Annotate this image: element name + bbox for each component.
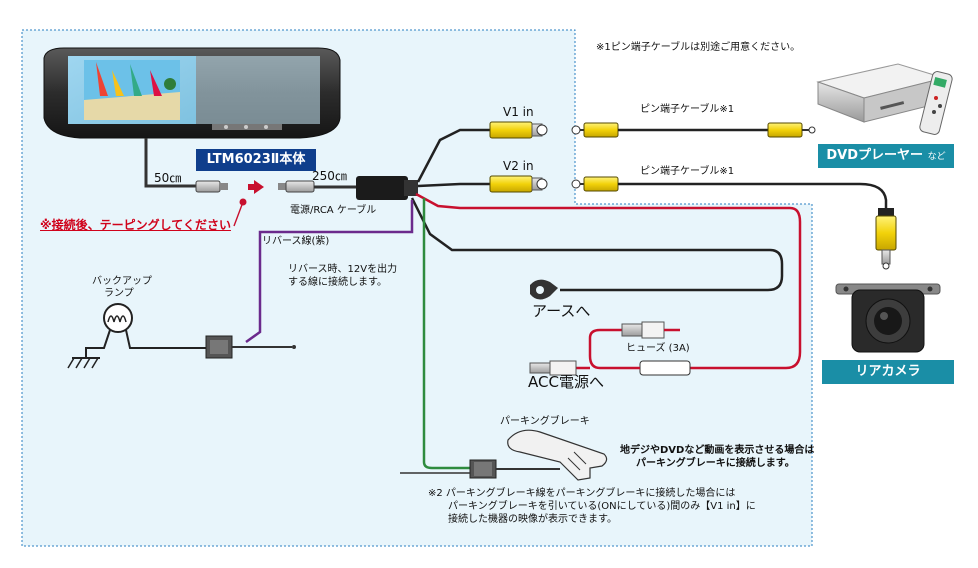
ground-label: アースへ [532,302,591,320]
taping-warning: ※接続後、テーピングしてください [40,218,231,232]
pin-cable-note: ※1ピン端子ケーブルは別途ご用意ください。 [596,42,801,53]
pin-cable-label-1: ピン端子ケーブル※1 [640,104,735,115]
parking-note-line1: 地デジやDVDなど動画を表示させる場合は [620,445,815,456]
parking-brake-label: パーキングブレーキ [500,416,590,427]
v2-connector [489,175,548,193]
v1-in-label: V1 in [503,105,534,119]
pin-cable-2 [571,176,897,270]
mirror-unit [43,47,341,139]
rear-camera-illustration [835,283,941,353]
acc-power-label: ACC電源へ [528,373,604,391]
rear-camera-label: リアカメラ [822,360,954,384]
v1-connector [489,121,548,139]
model-title-box: LTM6023Ⅱ本体 [196,149,316,171]
backup-lamp-illustration [67,303,206,369]
reverse-note-line2: する線に接続します。 [288,277,387,288]
length-250cm-label: 250㎝ [312,169,347,183]
backup-lamp-label-line1: バックアップ [92,276,152,287]
length-50cm-label: 50㎝ [154,171,182,185]
dvd-player-label-small: など [927,152,946,162]
reverse-note-line1: リバース時、12Vを出力 [288,264,398,275]
pin-cable-label-2: ピン端子ケーブル※1 [640,166,735,177]
v2-in-label: V2 in [503,159,534,173]
note2-line3: 接続した機器の映像が表示できます。 [448,514,617,525]
power-rca-cable-label: 電源/RCA ケーブル [290,205,377,216]
dvd-player-label-box: DVDプレーヤー など [818,144,954,168]
note2-line2: パーキングブレーキを引いている(ONにしている)間のみ【V1 in】に [448,501,756,512]
reverse-wire-label: リバース線(紫) [262,236,330,247]
note2-line1: ※2 パーキングブレーキ線をパーキングブレーキに接続した場合には [428,488,736,499]
dvd-player-illustration [816,63,953,135]
backup-lamp-label-line2: ランプ [104,288,134,299]
pin-cable-1 [571,122,816,138]
parking-note-line2: パーキングブレーキに接続します。 [636,458,795,469]
fuse-label: ヒューズ (3A) [626,343,690,354]
dvd-player-label: DVDプレーヤー [826,148,924,163]
parking-brake-illustration [507,429,608,481]
